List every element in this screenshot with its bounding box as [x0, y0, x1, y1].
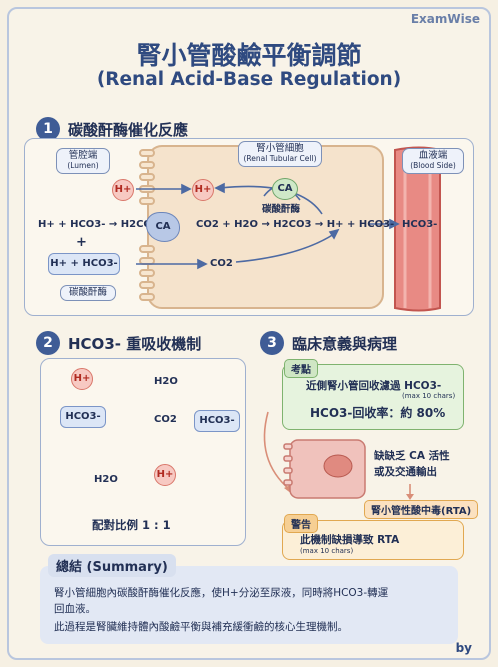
- s2-h-plus-top: H+: [71, 368, 93, 390]
- h-plus-hco3-lumen: H+ + HCO3-: [48, 253, 120, 275]
- h-plus-cell: H+: [192, 179, 214, 201]
- plus-sign: +: [76, 235, 87, 250]
- section1-title: 碳酸酐酶催化反應: [68, 121, 189, 139]
- blood-tag: 血液端 (Blood Side): [402, 148, 464, 174]
- s2-h-plus-bottom: H+: [154, 464, 176, 486]
- section3-number: 3: [260, 331, 284, 355]
- lumen-equation: H+ + HCO3- → H2CO3: [38, 219, 159, 230]
- section1-arrows: [136, 182, 400, 270]
- section1-number: 1: [36, 117, 60, 141]
- lumen-tag: 管腔端 (Lumen): [56, 148, 110, 174]
- cell-tag: 腎小管細胞 (Renal Tubular Cell): [238, 141, 322, 167]
- section3-title: 臨床意義與病理: [292, 335, 398, 353]
- ratio-label: 配對比例 1 : 1: [92, 518, 171, 532]
- summary-box: [40, 566, 458, 644]
- s2-co2: CO2: [154, 414, 177, 425]
- ca-enzyme-cell: CA: [272, 178, 298, 200]
- enzyme-tag-lumen: 碳酸酐酶: [60, 285, 116, 301]
- co2-cell: CO2: [210, 258, 233, 269]
- h-plus-lumen: H+: [112, 179, 134, 201]
- warning-note: (max 10 chars): [300, 547, 354, 555]
- page-subtitle: (Renal Acid-Base Regulation): [96, 69, 402, 90]
- section2-title: HCO3- 重吸收機制: [68, 335, 202, 353]
- summary-title: 總結 (Summary): [48, 554, 176, 577]
- brand-label: ExamWise: [410, 12, 480, 26]
- section2-number: 2: [36, 331, 60, 355]
- summary-line-2: 回血液。: [54, 603, 96, 615]
- summary-line-3: 此過程是腎臟維持體內酸鹼平衡與補充緩衝鹼的核心生理機制。: [54, 621, 348, 633]
- s2-h2o-top: H2O: [154, 376, 178, 387]
- s2-hco3-left: HCO3-: [60, 406, 106, 428]
- cell-equation: CO2 + H2O → H2CO3 → H+ + HCO3-: [196, 219, 395, 230]
- s2-hco3-right: HCO3-: [194, 410, 240, 432]
- key-point-tag: 考點: [284, 359, 318, 378]
- microvilli: [139, 149, 155, 301]
- summary-line-1: 腎小管細胞內碳酸酐酶催化反應，使H+分泌至尿液，同時將HCO3-轉運: [54, 587, 389, 599]
- warning-line: 此機制缺損導致 RTA: [300, 534, 400, 546]
- hco3-blood: HCO3-: [402, 219, 438, 230]
- ca-enzyme-lumen: CA: [146, 212, 180, 242]
- key-line-2: HCO3-回收率：約 80%: [310, 406, 446, 420]
- rta-label: 腎小管性酸中毒(RTA): [364, 500, 479, 519]
- section2-panel: [40, 358, 246, 546]
- lumen-label: 管腔端: [68, 150, 98, 161]
- key-line-1: 近側腎小管回收濾過 HCO3-: [306, 380, 442, 392]
- enzyme-label-cell: 碳酸酐酶: [262, 204, 301, 215]
- deficit-line-2: 或及交通輸出: [374, 466, 437, 478]
- cell-sub: (Renal Tubular Cell): [243, 153, 317, 163]
- page-title: 腎小管酸鹼平衡調節: [136, 41, 362, 70]
- lumen-sub: (Lumen): [67, 160, 99, 170]
- key-note: (max 10 chars): [402, 392, 456, 400]
- cell-label: 腎小管細胞: [256, 143, 304, 154]
- blood-label: 血液端: [418, 150, 448, 161]
- footer-by: by: [455, 641, 472, 655]
- s2-h2o-bottom: H2O: [94, 474, 118, 485]
- blood-sub: (Blood Side): [410, 160, 456, 170]
- warning-tag: 警告: [284, 514, 318, 533]
- deficit-line-1: 缺缺乏 CA 活性: [374, 450, 450, 462]
